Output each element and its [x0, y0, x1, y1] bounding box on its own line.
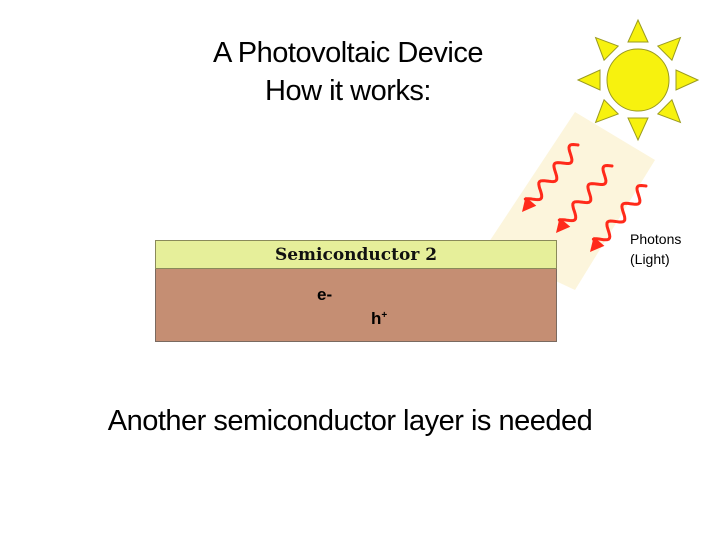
hole-letter: h [371, 309, 382, 328]
hole-charge: + [381, 310, 388, 321]
semiconductor-2-layer: Semiconductor 2 [155, 240, 557, 269]
photon-wave [523, 142, 580, 202]
title-line-2: How it works: [265, 75, 431, 107]
slide-caption: Another semiconductor layer is needed [107, 405, 593, 437]
photon-wave [591, 183, 648, 242]
slide-title: A Photovoltaic Device How it works: [148, 34, 548, 110]
photons-label: Photons (Light) [630, 229, 681, 269]
semiconductor-base-layer [155, 269, 557, 342]
photon-wave [557, 163, 614, 223]
sun-ray [576, 69, 601, 91]
title-line-1: A Photovoltaic Device [213, 37, 483, 69]
photon-arrowhead [556, 217, 571, 233]
sun-ray [675, 69, 700, 91]
sun-ray [656, 98, 682, 124]
sun-rays [576, 18, 700, 142]
sun-disc [606, 48, 670, 112]
photon-arrowhead [522, 196, 537, 212]
photons-label-line-1: Photons [630, 231, 682, 247]
photon-arrowhead [590, 236, 605, 252]
sun-ray [627, 18, 649, 43]
hole-label: h+ [371, 309, 387, 329]
photon-waves [522, 142, 648, 252]
sun-ray [627, 117, 649, 142]
electron-label: e- [317, 285, 333, 304]
photons-label-line-2: (Light) [630, 251, 670, 267]
sun-ray [656, 36, 682, 62]
semiconductor-2-label: Semiconductor 2 [274, 244, 438, 265]
sun-ray [594, 36, 620, 62]
sun-ray [594, 98, 620, 124]
sun-icon [576, 18, 700, 142]
